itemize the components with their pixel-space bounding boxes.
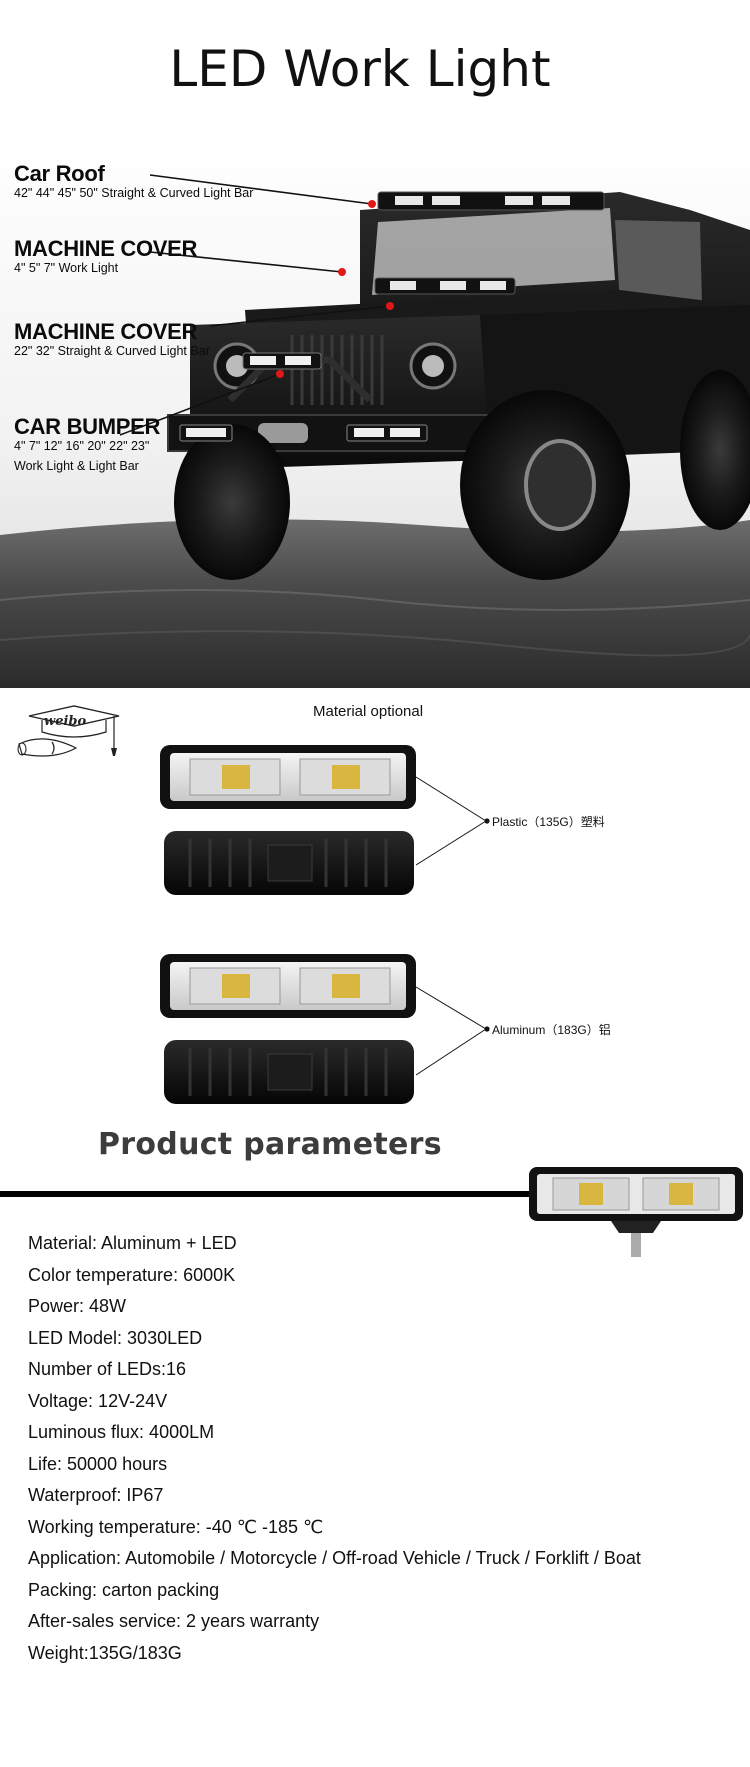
spec-item: After-sales service: 2 years warranty (28, 1611, 320, 1631)
spec-item: Life: 50000 hours (28, 1453, 168, 1474)
callout-machine-cover-1: MACHINE COVER 4" 5" 7" Work Light (14, 238, 197, 276)
spec-item: Working temperature: -40 ℃ -185 ℃ (28, 1516, 324, 1537)
logo-text: weibo (44, 714, 87, 729)
callout-subtext: 4" 5" 7" Work Light (14, 261, 119, 275)
spec-item: Power: 48W (28, 1296, 127, 1316)
spec-item: Weight:135G/183G (28, 1642, 182, 1663)
work-light-product-image (529, 1167, 743, 1257)
page-title: LED Work Light (169, 40, 551, 98)
callout-heading: Car Roof (14, 161, 105, 186)
callout-heading: CAR BUMPER (14, 414, 161, 439)
material-products-illustration (160, 745, 490, 1104)
vehicle-hero-image: Car Roof 42" 44" 45" 50" Straight & Curv… (0, 130, 750, 688)
callout-car-bumper: CAR BUMPER 4" 7" 12" 16" 20" 22" 23" Wor… (14, 416, 160, 474)
spec-item: Color temperature: 6000K (28, 1264, 236, 1285)
callout-subtext: 22" 32" Straight & Curved Light Bar (14, 344, 210, 358)
callout-heading: MACHINE COVER (14, 319, 198, 344)
graduation-cap-icon (17, 705, 120, 757)
brand-logo: weibo (14, 702, 124, 762)
spec-item: Application: Automobile / Motorcycle / O… (28, 1548, 641, 1568)
section-divider (0, 1191, 530, 1197)
spec-item: Luminous flux: 4000LM (28, 1422, 215, 1442)
callout-subtext: 4" 7" 12" 16" 20" 22" 23" (14, 439, 150, 453)
parameters-title: Product parameters (98, 1127, 442, 1162)
callout-car-roof: Car Roof 42" 44" 45" 50" Straight & Curv… (14, 163, 253, 201)
spec-item: Voltage: 12V-24V (28, 1390, 168, 1411)
spec-item: LED Model: 3030LED (28, 1327, 203, 1348)
vehicle-illustration (0, 130, 750, 688)
spec-list: Material: Aluminum + LED Color temperatu… (28, 1228, 641, 1669)
spec-item: Material: Aluminum + LED (28, 1233, 237, 1253)
callout-machine-cover-2: MACHINE COVER 22" 32" Straight & Curved … (14, 321, 210, 359)
callout-heading: MACHINE COVER (14, 236, 198, 261)
spec-item: Packing: carton packing (28, 1579, 220, 1600)
callout-subtext: 42" 44" 45" 50" Straight & Curved Light … (14, 186, 254, 200)
spec-item: Waterproof: IP67 (28, 1485, 164, 1505)
material-title: Material optional (313, 703, 424, 720)
material-option-aluminum: Aluminum（183G）铝 (492, 1023, 611, 1037)
callout-subtext: Work Light & Light Bar (14, 459, 139, 473)
spec-item: Number of LEDs:16 (28, 1359, 187, 1379)
material-option-plastic: Plastic（135G）塑料 (492, 815, 605, 829)
